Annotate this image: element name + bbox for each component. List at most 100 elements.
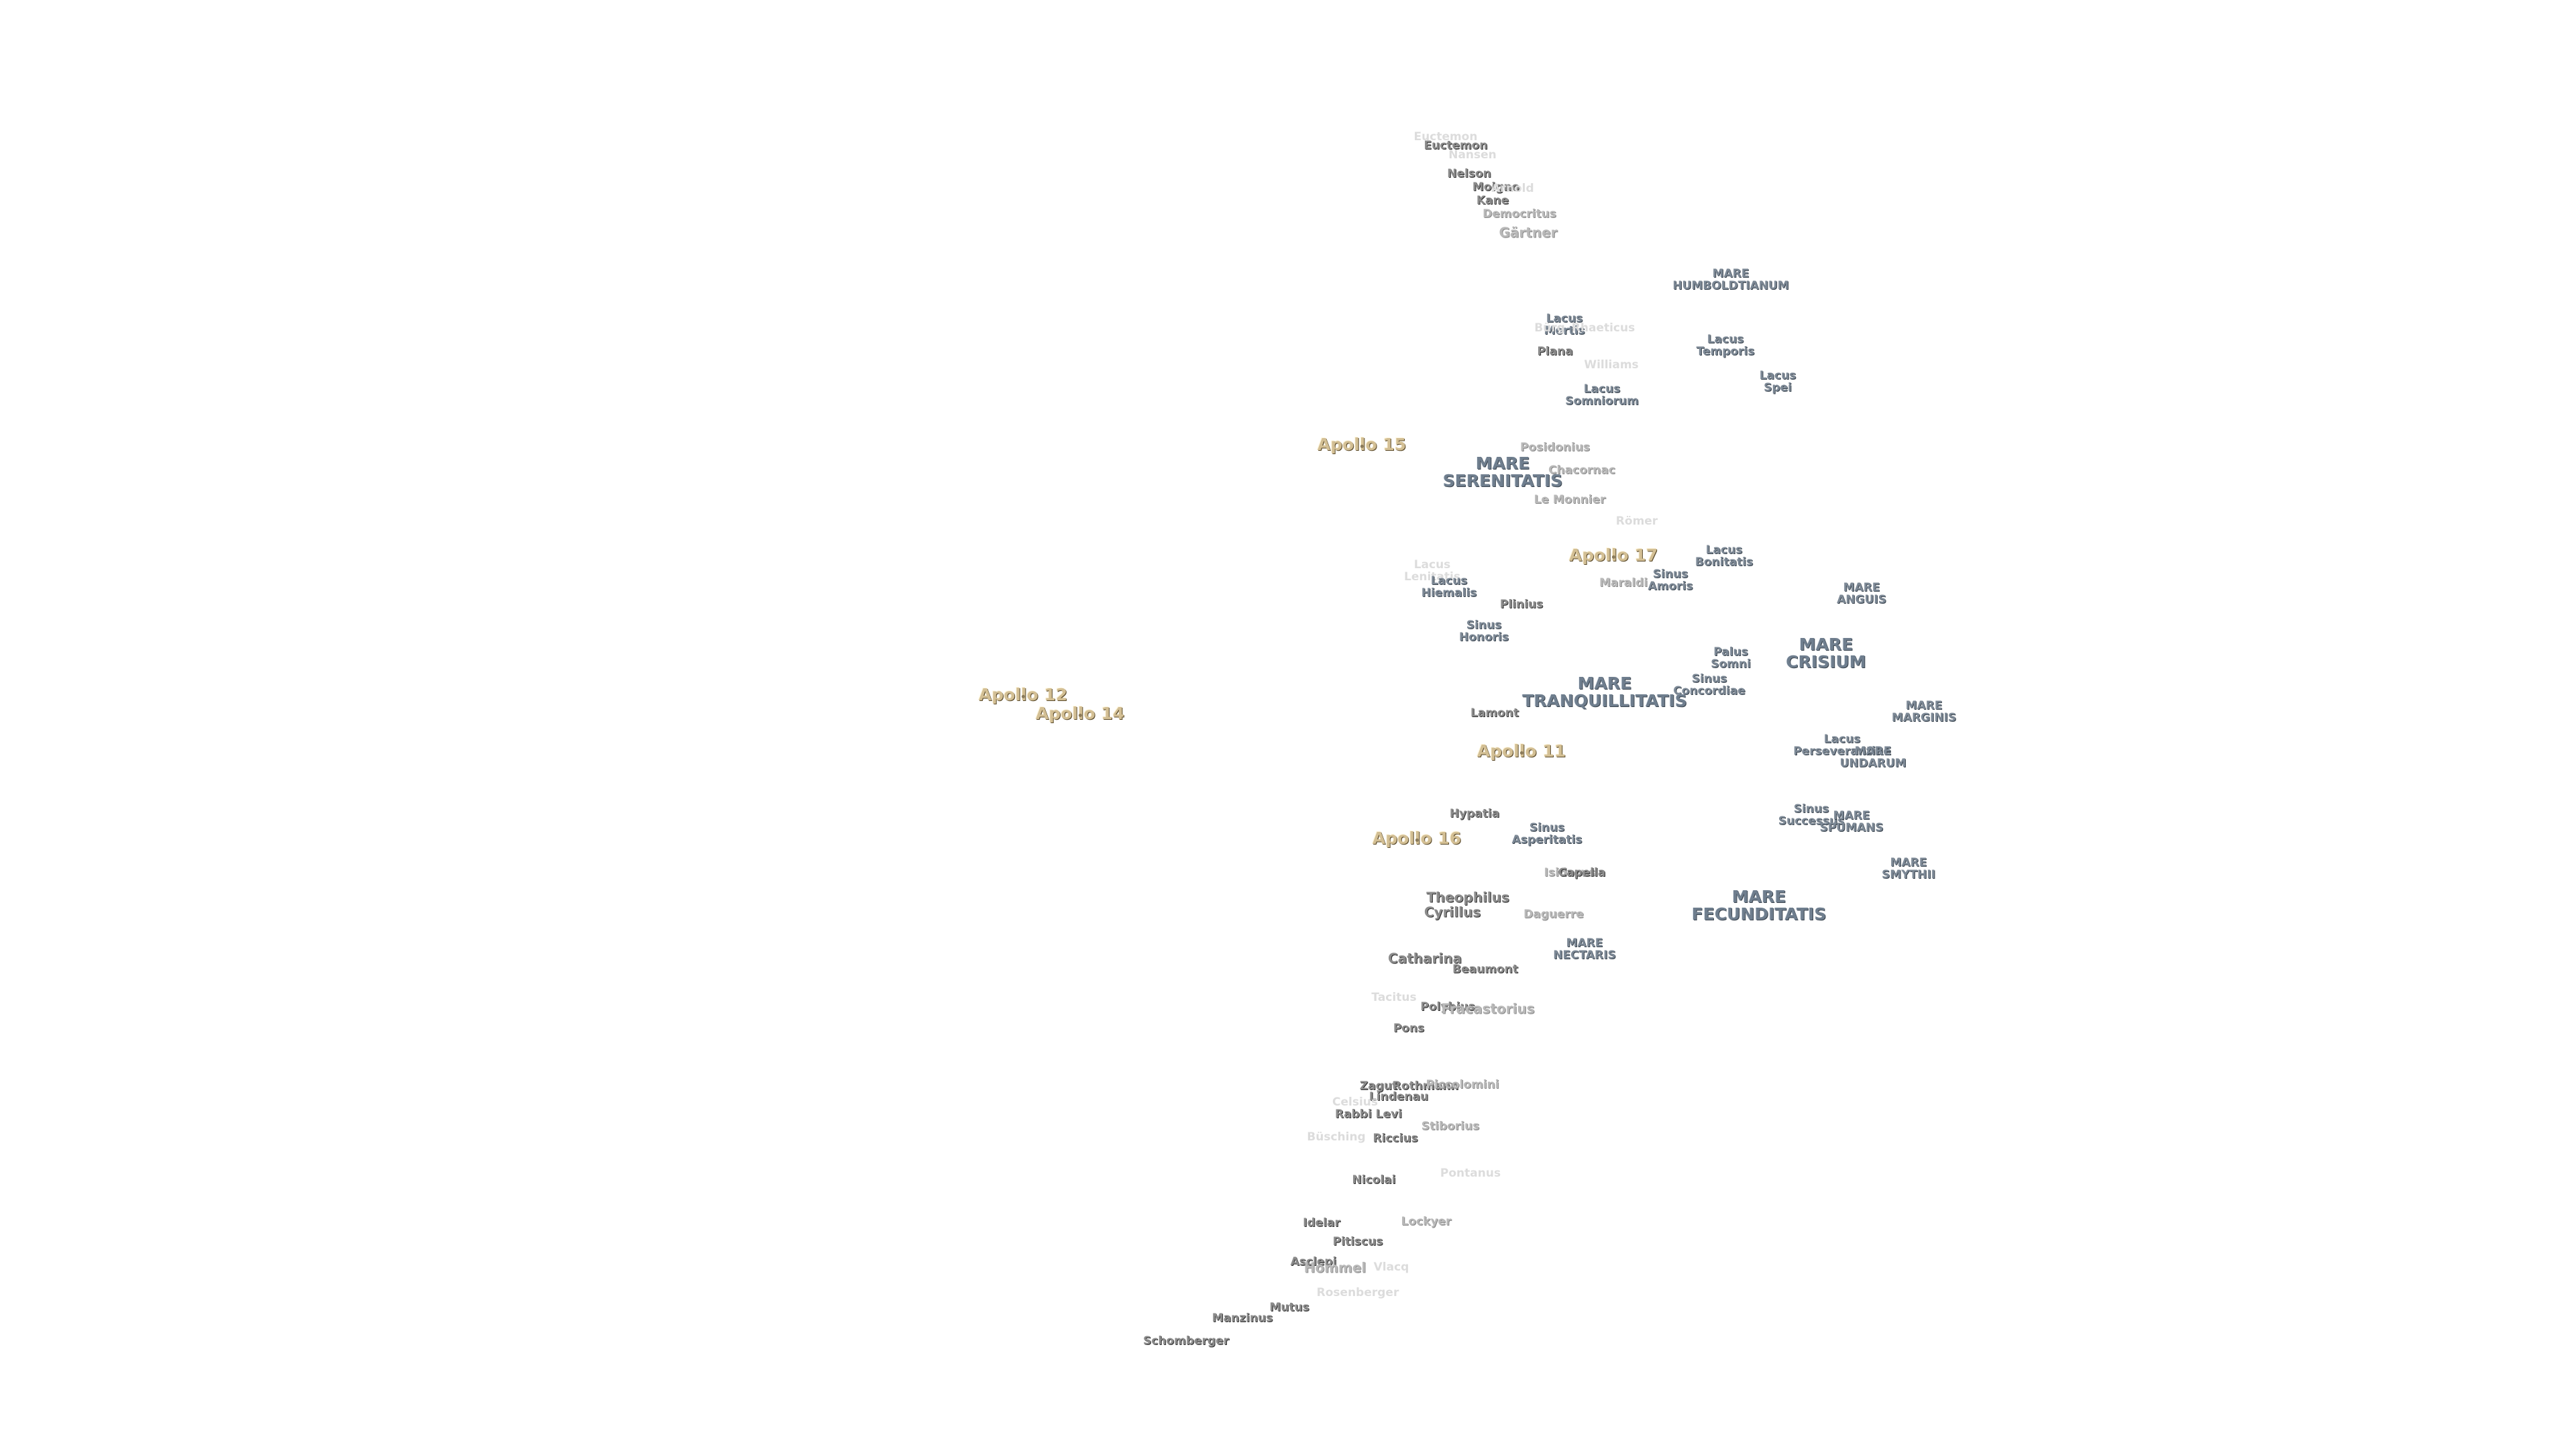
map-label-catharina[interactable]: Catharina <box>1388 950 1462 967</box>
map-label-apollo-17[interactable]: Apollo 17 <box>1568 545 1658 565</box>
map-label-piccolomini[interactable]: Piccolomini <box>1426 1078 1499 1092</box>
map-label-chacornac[interactable]: Chacornac <box>1548 464 1615 478</box>
map-label-line: Lacus <box>1430 574 1468 588</box>
map-label-celsius-ghost[interactable]: Celsius <box>1332 1095 1378 1110</box>
map-label-posidonius[interactable]: Posidonius <box>1519 441 1591 455</box>
map-label-nicolai[interactable]: Nicolai <box>1352 1173 1396 1187</box>
map-label-daguerre[interactable]: Daguerre <box>1523 908 1584 922</box>
map-label-nelson[interactable]: Nelson <box>1447 167 1491 181</box>
map-label-fracastorius[interactable]: Fracastorius <box>1441 1000 1535 1017</box>
map-label-pontanus-ghost[interactable]: Pontanus <box>1440 1167 1501 1181</box>
map-label-apollo-16[interactable]: Apollo 16 <box>1372 828 1462 848</box>
map-label-line: Lacus <box>1707 333 1744 347</box>
map-label-le-monnier[interactable]: Le Monnier <box>1534 493 1606 507</box>
map-label-line: MARE <box>1712 267 1750 281</box>
map-label-gartner[interactable]: Gärtner <box>1499 224 1558 241</box>
map-label-williams[interactable]: Williams <box>1584 358 1639 372</box>
map-label-apollo-11[interactable]: Apollo 11 <box>1477 741 1566 761</box>
map-label-hypatia[interactable]: Hypatia <box>1449 807 1500 821</box>
map-label-asclepi[interactable]: Asclepi <box>1290 1255 1337 1269</box>
map-label-line: Spei <box>1764 381 1792 394</box>
map-label-ghost-top-3[interactable]: Arnold <box>1491 182 1534 196</box>
map-label-copernicus-ghost[interactable]: Euctemon <box>1413 130 1478 144</box>
map-label-polybius[interactable]: Polybius <box>1420 1000 1475 1014</box>
map-label-cyrillus[interactable]: Cyrillus <box>1424 904 1481 920</box>
map-label-beaumont[interactable]: Beaumont <box>1452 963 1518 977</box>
map-label-theophilus[interactable]: Theophilus <box>1426 889 1509 906</box>
map-label-busching[interactable]: Büsching <box>1307 1130 1366 1144</box>
map-label-rabbi-levi[interactable]: Rabbi Levi <box>1335 1108 1402 1122</box>
map-label-line: MARE <box>1905 699 1943 713</box>
map-label-stiborius[interactable]: Stiborius <box>1421 1120 1480 1134</box>
map-label-tacitus-ghost[interactable]: Tacitus <box>1371 991 1417 1005</box>
map-label-schomberger[interactable]: Schomberger <box>1143 1334 1229 1348</box>
map-label-romer[interactable]: Römer <box>1615 515 1658 529</box>
map-label-hommel[interactable]: Hommel <box>1303 1259 1366 1276</box>
map-label-isidorus[interactable]: Isidorus <box>1544 866 1596 880</box>
map-label-pitiscus[interactable]: Pitiscus <box>1332 1235 1383 1249</box>
map-label-ghost-mortis-2[interactable]: Rhaeticus <box>1571 321 1635 335</box>
map-label-moigno[interactable]: Moigno <box>1472 180 1520 195</box>
map-label-kane[interactable]: Kane <box>1476 194 1509 208</box>
map-label-line: Sinus <box>1529 821 1565 835</box>
map-label-capella[interactable]: Capella <box>1558 866 1606 880</box>
map-label-idelar[interactable]: Idelar <box>1303 1216 1340 1230</box>
map-label-manzinus[interactable]: Manzinus <box>1212 1311 1273 1326</box>
map-label-pons[interactable]: Pons <box>1393 1022 1425 1036</box>
map-label-lockyer[interactable]: Lockyer <box>1401 1215 1452 1229</box>
map-label-line: Temporis <box>1696 345 1755 358</box>
map-label-line: Sinus <box>1691 672 1727 686</box>
map-label-apollo-15[interactable]: Apollo 15 <box>1317 434 1407 454</box>
map-label-maraldi[interactable]: Maraldi <box>1599 576 1648 590</box>
map-label-line: Amoris <box>1648 580 1693 593</box>
map-label-apollo-12[interactable]: Apollo 12 <box>978 684 1068 704</box>
map-label-rothmann[interactable]: Rothmann <box>1392 1079 1459 1093</box>
map-label-line: Lacus <box>1759 369 1796 383</box>
map-label-democritus[interactable]: Democritus <box>1483 207 1556 221</box>
map-label-euctemon[interactable]: Euctemon <box>1424 139 1488 153</box>
map-label-ghost-top-2[interactable]: Nansen <box>1448 148 1497 162</box>
map-label-plinius[interactable]: Plinius <box>1499 598 1544 612</box>
map-label-line: Perseverantiae <box>1793 745 1891 758</box>
map-label-lamont[interactable]: Lamont <box>1470 706 1519 720</box>
map-label-line: MARE <box>1475 453 1530 473</box>
map-label-apollo-14[interactable]: Apollo 14 <box>1035 703 1125 723</box>
map-label-lindenau[interactable]: Lindenau <box>1368 1090 1429 1104</box>
map-label-plana[interactable]: Plana <box>1537 345 1573 359</box>
map-label-line: MARE <box>1833 809 1870 823</box>
map-label-riccius[interactable]: Riccius <box>1373 1132 1418 1146</box>
map-label-rosenberger-ghost[interactable]: Rosenberger <box>1316 1286 1399 1300</box>
map-label-mutus[interactable]: Mutus <box>1269 1301 1309 1315</box>
map-label-ghost-mortis[interactable]: Bürg <box>1534 321 1565 335</box>
map-label-vlacq[interactable]: Vlacq <box>1373 1260 1409 1275</box>
map-label-line: MARE <box>1799 634 1854 654</box>
map-label-zagut[interactable]: Zagut <box>1359 1079 1398 1093</box>
map-label-line: MARE <box>1843 581 1880 595</box>
